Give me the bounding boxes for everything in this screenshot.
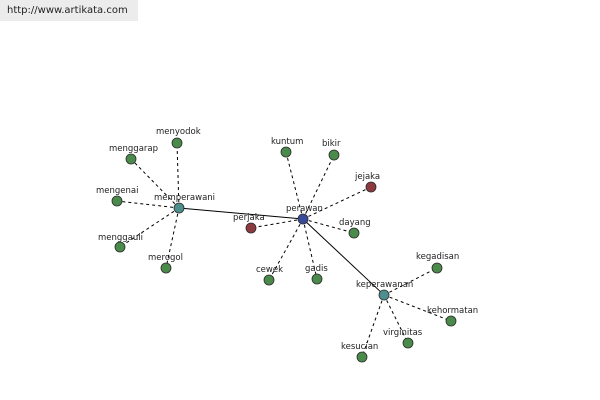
node-menggarap[interactable] (125, 153, 137, 165)
node-label-merogol[interactable]: merogol (148, 253, 183, 263)
edge-keperawanan-kegadisan (383, 267, 438, 296)
node-perawan[interactable] (297, 213, 309, 225)
graph-edges (116, 142, 452, 358)
node-label-bikir[interactable]: bikir (322, 139, 341, 149)
graph-nodes (111, 137, 457, 363)
node-jejaka[interactable] (365, 181, 377, 193)
node-kesucian[interactable] (356, 351, 368, 363)
edge-keperawanan-kesucian (361, 294, 385, 358)
node-label-kegadisan[interactable]: kegadisan (416, 252, 459, 262)
node-label-menperawani[interactable]: memperawani (154, 193, 215, 203)
node-label-gadis[interactable]: gadis (305, 264, 328, 274)
node-merogol[interactable] (160, 262, 172, 274)
node-label-menggauli[interactable]: menggauli (98, 233, 143, 243)
node-label-jejaka[interactable]: jejaka (354, 172, 380, 182)
edge-perawan-dayang (302, 218, 355, 234)
node-bikir[interactable] (328, 149, 340, 161)
edge-menperawani-menyodok (176, 142, 180, 209)
graph-labels: perawan memperawani keperawanan menyodok men… (96, 127, 478, 352)
node-label-cewek[interactable]: cewek (256, 265, 283, 275)
node-label-keperawanan[interactable]: keperawanan (356, 280, 413, 290)
edge-menperawani-merogol (165, 207, 180, 269)
node-label-kesucian[interactable]: kesucian (341, 342, 378, 352)
node-kegadisan[interactable] (431, 262, 443, 274)
node-kehormatan[interactable] (445, 315, 457, 327)
node-label-virginitas[interactable]: virginitas (383, 328, 423, 338)
node-label-kuntum[interactable]: kuntum (271, 137, 303, 147)
node-menperawani[interactable] (173, 202, 185, 214)
node-cewek[interactable] (263, 274, 275, 286)
edge-perawan-jejaka (302, 186, 372, 220)
edge-perawan-gadis (302, 218, 318, 280)
node-label-dayang[interactable]: dayang (339, 218, 371, 228)
edge-perawan-perjaka (250, 218, 304, 229)
edge-menperawani-perawan (178, 207, 304, 220)
node-virginitas[interactable] (402, 337, 414, 349)
source-url-banner[interactable]: http://www.artikata.com (0, 0, 138, 21)
node-keperawanan[interactable] (378, 289, 390, 301)
node-gadis[interactable] (311, 273, 323, 285)
node-label-mengenai[interactable]: mengenai (96, 186, 138, 196)
edge-menperawani-mengenai (116, 200, 180, 209)
node-dayang[interactable] (348, 227, 360, 239)
node-label-menyodok[interactable]: menyodok (156, 127, 201, 137)
node-menyodok[interactable] (171, 137, 183, 149)
node-label-perjaka[interactable]: perjaka (233, 213, 265, 223)
node-label-menggarap[interactable]: menggarap (109, 144, 158, 154)
node-mengenai[interactable] (111, 195, 123, 207)
node-perjaka[interactable] (245, 222, 257, 234)
edge-keperawanan-virginitas (383, 294, 409, 344)
edge-perawan-keperawanan (302, 218, 385, 296)
node-label-kehormatan[interactable]: kehormatan (427, 306, 478, 316)
node-menggauli[interactable] (114, 241, 126, 253)
node-kuntum[interactable] (280, 146, 292, 158)
node-label-perawan[interactable]: perawan (286, 204, 323, 214)
